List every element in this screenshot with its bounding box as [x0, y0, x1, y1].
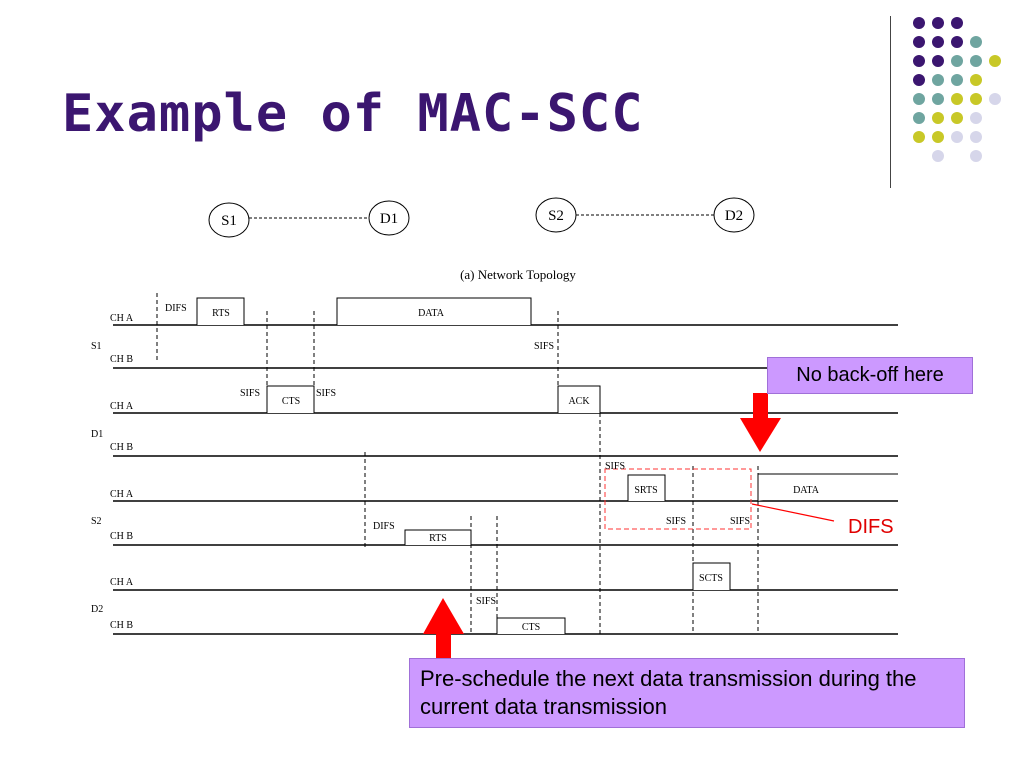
dot [932, 150, 944, 162]
frame-label-cts: CTS [282, 396, 300, 407]
interval-label: DIFS [373, 521, 395, 532]
slide-title: Example of MAC-SCC [62, 84, 644, 144]
frame-ack-d1 [557, 385, 601, 413]
channel-label: CH A [110, 577, 134, 588]
interval-label: SIFS [605, 461, 625, 472]
interval-label: SIFS [240, 388, 260, 399]
interval-label: SIFS [730, 516, 750, 527]
dot [951, 112, 963, 124]
group-label-d1: D1 [91, 429, 103, 440]
frame-label-cts: CTS [522, 622, 540, 633]
no-backoff-callout: No back-off here [767, 357, 973, 394]
dot [951, 74, 963, 86]
node-label-s2: S2 [548, 208, 564, 224]
dot [970, 112, 982, 124]
topology-caption: (a) Network Topology [460, 267, 576, 282]
dot [989, 93, 1001, 105]
frame-scts-d2 [692, 562, 731, 590]
frame-label-scts: SCTS [699, 573, 723, 584]
dot [913, 36, 925, 48]
interval-label: DIFS [165, 303, 187, 314]
frame-label-data: DATA [418, 308, 445, 319]
dot [951, 17, 963, 29]
group-label-s1: S1 [91, 341, 102, 352]
dot [932, 93, 944, 105]
dot [913, 131, 925, 143]
frame-data-s2 [757, 473, 898, 501]
network-topology [208, 197, 755, 238]
arrow-down-icon [740, 393, 781, 452]
dot [970, 93, 982, 105]
channel-label: CH B [110, 442, 133, 453]
dot [913, 112, 925, 124]
frame-data-s1 [336, 297, 532, 325]
dot [913, 93, 925, 105]
frames [196, 297, 898, 634]
dot [932, 17, 944, 29]
frame-label-srts: SRTS [634, 485, 657, 496]
frame-rts-s2 [404, 529, 472, 545]
group-label-s2: S2 [91, 516, 102, 527]
channel-label: CH A [110, 489, 134, 500]
channel-label: CH B [110, 620, 133, 631]
frame-rts-s1 [196, 297, 245, 325]
frame-cts-d1 [266, 385, 315, 413]
dot [951, 93, 963, 105]
preschedule-callout: Pre-schedule the next data transmission … [409, 658, 965, 728]
node-d1 [368, 200, 410, 236]
dot [932, 36, 944, 48]
frame-label-ack: ACK [568, 396, 590, 407]
channel-label: CH A [110, 313, 134, 324]
dot [913, 74, 925, 86]
timing-markers [156, 293, 759, 634]
dot [970, 150, 982, 162]
interval-label: SIFS [534, 341, 554, 352]
group-label-d2: D2 [91, 604, 103, 615]
dot [970, 36, 982, 48]
dot [913, 17, 925, 29]
dot [951, 55, 963, 67]
dot [970, 55, 982, 67]
dot [970, 131, 982, 143]
frame-srts-s2 [627, 474, 666, 501]
difs-pointer-line [751, 503, 835, 522]
dot [932, 131, 944, 143]
dot [932, 55, 944, 67]
interval-label: SIFS [476, 596, 496, 607]
title-divider [890, 16, 891, 188]
dot [913, 55, 925, 67]
dot-grid-decoration [913, 17, 1001, 162]
frame-label-rts: RTS [212, 308, 230, 319]
channel-label: CH A [110, 401, 134, 412]
schedule-highlight-box [604, 468, 752, 530]
interval-label: SIFS [316, 388, 336, 399]
node-label-d2: D2 [725, 208, 743, 224]
dot [932, 112, 944, 124]
interval-label: SIFS [666, 516, 686, 527]
dot [932, 74, 944, 86]
node-s1 [208, 202, 250, 238]
arrow-up-icon [423, 598, 464, 658]
node-label-s1: S1 [221, 213, 237, 229]
difs-annotation: DIFS [848, 516, 894, 538]
dot [989, 55, 1001, 67]
frame-label-rts: RTS [429, 533, 447, 544]
frame-label-data: DATA [793, 485, 820, 496]
dot [970, 74, 982, 86]
dot [951, 131, 963, 143]
channel-label: CH B [110, 354, 133, 365]
channel-label: CH B [110, 531, 133, 542]
dot [951, 36, 963, 48]
node-label-d1: D1 [380, 211, 398, 227]
frame-cts-d2 [496, 617, 566, 634]
